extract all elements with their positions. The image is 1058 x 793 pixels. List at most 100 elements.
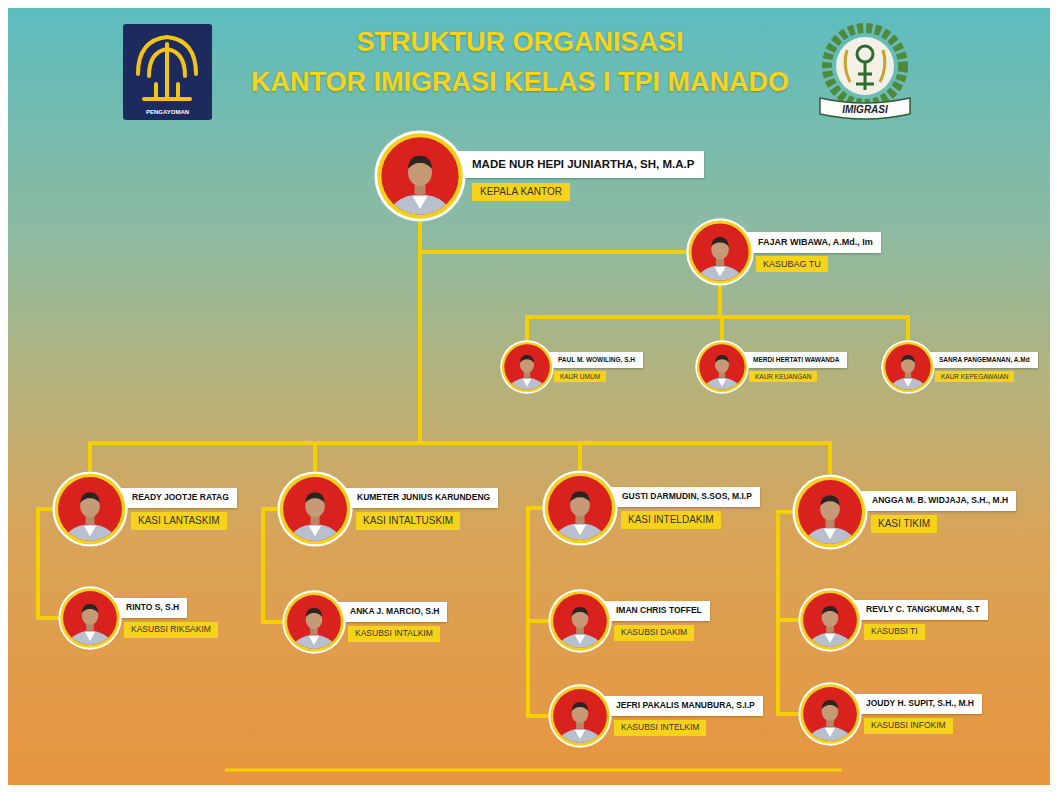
position-tag: KASI INTELDAKIM	[621, 511, 721, 529]
person-node: REVLY C. TANGKUMAN, S.T KASUBSI TI	[798, 588, 988, 652]
portrait-photo	[548, 589, 612, 653]
portrait	[500, 340, 554, 394]
name-box: KUMETER JUNIUS KARUNDENG	[345, 488, 498, 508]
photo-ring	[548, 684, 611, 747]
portrait	[548, 684, 612, 748]
name-box: SANRA PANGEMANAN, A.Md	[927, 352, 1038, 367]
connector-line	[90, 222, 420, 471]
portrait	[792, 474, 868, 550]
connector-line	[528, 508, 548, 716]
logo-label-wrap: PENGAYOMAN	[123, 108, 212, 117]
imigrasi-logo	[820, 28, 910, 119]
person-node: READY JOOTJE RATAGKASI LANTASKIM	[52, 471, 237, 547]
portrait-photo	[542, 470, 618, 546]
name-box: RINTO S, S.H	[114, 598, 187, 618]
position-tag: KASUBSI INFOKIM	[864, 718, 953, 734]
page-title: STRUKTUR ORGANISASI KANTOR IMIGRASI KELA…	[210, 22, 830, 102]
photo-ring	[695, 340, 748, 393]
photo-ring	[58, 586, 121, 649]
connector-line	[527, 286, 720, 340]
text-column: MERDI HERTATI WAWANDA KAUR KEUANGAN	[741, 352, 847, 382]
person-node: SANRA PANGEMANAN, A.MdKAUR KEPEGAWAIAN	[881, 340, 1038, 394]
name-box: FAJAR WIBAWA, A.Md., Im	[746, 232, 881, 252]
portrait-photo	[548, 684, 612, 748]
photo-ring	[798, 588, 861, 651]
position-tag: KAUR KEUANGAN	[749, 371, 817, 382]
name-box: MERDI HERTATI WAWANDA	[741, 352, 847, 367]
position-tag: KAUR KEPEGAWAIAN	[935, 371, 1014, 382]
portrait	[881, 340, 935, 394]
title-wrap: STRUKTUR ORGANISASI KANTOR IMIGRASI KELA…	[210, 22, 830, 102]
name-box: JEFRI PAKALIS MANUBURA, S.I.P	[604, 696, 763, 716]
portrait-photo	[500, 340, 554, 394]
name-box: ANGGA M. B. WIDJAJA, S.H., M.H	[860, 491, 1016, 511]
photo-ring	[798, 682, 861, 745]
name-box: ANKA J. MARCIO, S.H	[338, 602, 447, 622]
photo-ring	[52, 471, 127, 546]
name-box: PAUL M. WOWILING, S.H	[546, 352, 643, 367]
text-column: RINTO S, S.H KASUBSI RIKSAKIM	[114, 598, 218, 638]
portrait	[58, 586, 122, 650]
portrait-photo	[686, 218, 754, 286]
portrait	[374, 130, 466, 222]
name-box: READY JOOTJE RATAG	[120, 488, 237, 508]
name-box: GUSTI DARMUDIN, S.SOS, M.I.P	[610, 487, 760, 507]
portrait-photo	[277, 471, 353, 547]
logo-label: PENGAYOMAN	[123, 108, 212, 117]
connector-line	[315, 222, 420, 471]
person-node: ANGGA M. B. WIDJAJA, S.H., M.HKASI TIKIM	[792, 474, 1016, 550]
connector-line	[263, 509, 282, 622]
photo-ring	[792, 474, 867, 549]
photo-ring	[548, 589, 611, 652]
portrait-photo	[374, 130, 466, 222]
text-column: JOUDY H. SUPIT, S.H., M.HKASUBSI INFOKIM	[854, 694, 982, 734]
portrait-photo	[792, 474, 868, 550]
person-node: ANKA J. MARCIO, S.H KASUBSI INTALKIM	[282, 590, 447, 654]
portrait-photo	[881, 340, 935, 394]
person-node: GUSTI DARMUDIN, S.SOS, M.I.P KASI INTELDA…	[542, 470, 760, 546]
person-node: JOUDY H. SUPIT, S.H., M.HKASUBSI INFOKIM	[798, 682, 982, 746]
text-column: KUMETER JUNIUS KARUNDENG KASI INTALTUSKIM	[345, 488, 498, 529]
photo-ring	[881, 340, 934, 393]
portrait-photo	[798, 588, 862, 652]
portrait-photo	[58, 586, 122, 650]
position-tag: KAUR UMUM	[554, 371, 606, 382]
person-node: FAJAR WIBAWA, A.Md., ImKASUBAG TU	[686, 218, 881, 286]
connector-line	[420, 222, 686, 252]
connector-line	[38, 509, 58, 618]
portrait	[798, 682, 862, 746]
text-column: IMAN CHRIS TOFFELKASUBSI DAKIM	[604, 601, 710, 641]
logo-label-wrap: IMIGRASI	[825, 103, 905, 116]
footer-line	[225, 769, 842, 772]
text-column: REVLY C. TANGKUMAN, S.T KASUBSI TI	[854, 600, 988, 640]
text-column: ANGGA M. B. WIDJAJA, S.H., M.HKASI TIKIM	[860, 491, 1016, 532]
portrait-photo	[52, 471, 128, 547]
connector-line	[528, 508, 548, 621]
position-tag: KASUBSI RIKSAKIM	[124, 622, 218, 638]
portrait	[548, 589, 612, 653]
position-tag: KASI INTALTUSKIM	[356, 512, 460, 530]
text-column: READY JOOTJE RATAGKASI LANTASKIM	[120, 488, 237, 529]
text-column: MADE NUR HEPI JUNIARTHA, SH, M.A.PKEPALA…	[458, 151, 704, 201]
portrait	[798, 588, 862, 652]
pengayoman-logo	[123, 24, 212, 120]
person-node: IMAN CHRIS TOFFELKASUBSI DAKIM	[548, 589, 710, 653]
photo-ring	[500, 340, 553, 393]
portrait	[542, 470, 618, 546]
photo-ring	[374, 130, 465, 221]
position-tag: KASUBSI INTELKIM	[614, 720, 706, 736]
portrait	[277, 471, 353, 547]
person-node: JEFRI PAKALIS MANUBURA, S.I.P KASUBSI INT…	[548, 684, 763, 748]
portrait-photo	[695, 340, 749, 394]
photo-ring	[277, 471, 352, 546]
person-node: MADE NUR HEPI JUNIARTHA, SH, M.A.PKEPALA…	[374, 130, 704, 222]
person-node: RINTO S, S.H KASUBSI RIKSAKIM	[58, 586, 218, 650]
position-tag: KASUBSI INTALKIM	[348, 626, 440, 642]
connector-line	[420, 222, 830, 474]
name-box: REVLY C. TANGKUMAN, S.T	[854, 600, 988, 620]
position-tag: KASUBSI TI	[864, 624, 925, 640]
text-column: GUSTI DARMUDIN, S.SOS, M.I.P KASI INTELDA…	[610, 487, 760, 528]
title-spacer	[210, 22, 305, 62]
